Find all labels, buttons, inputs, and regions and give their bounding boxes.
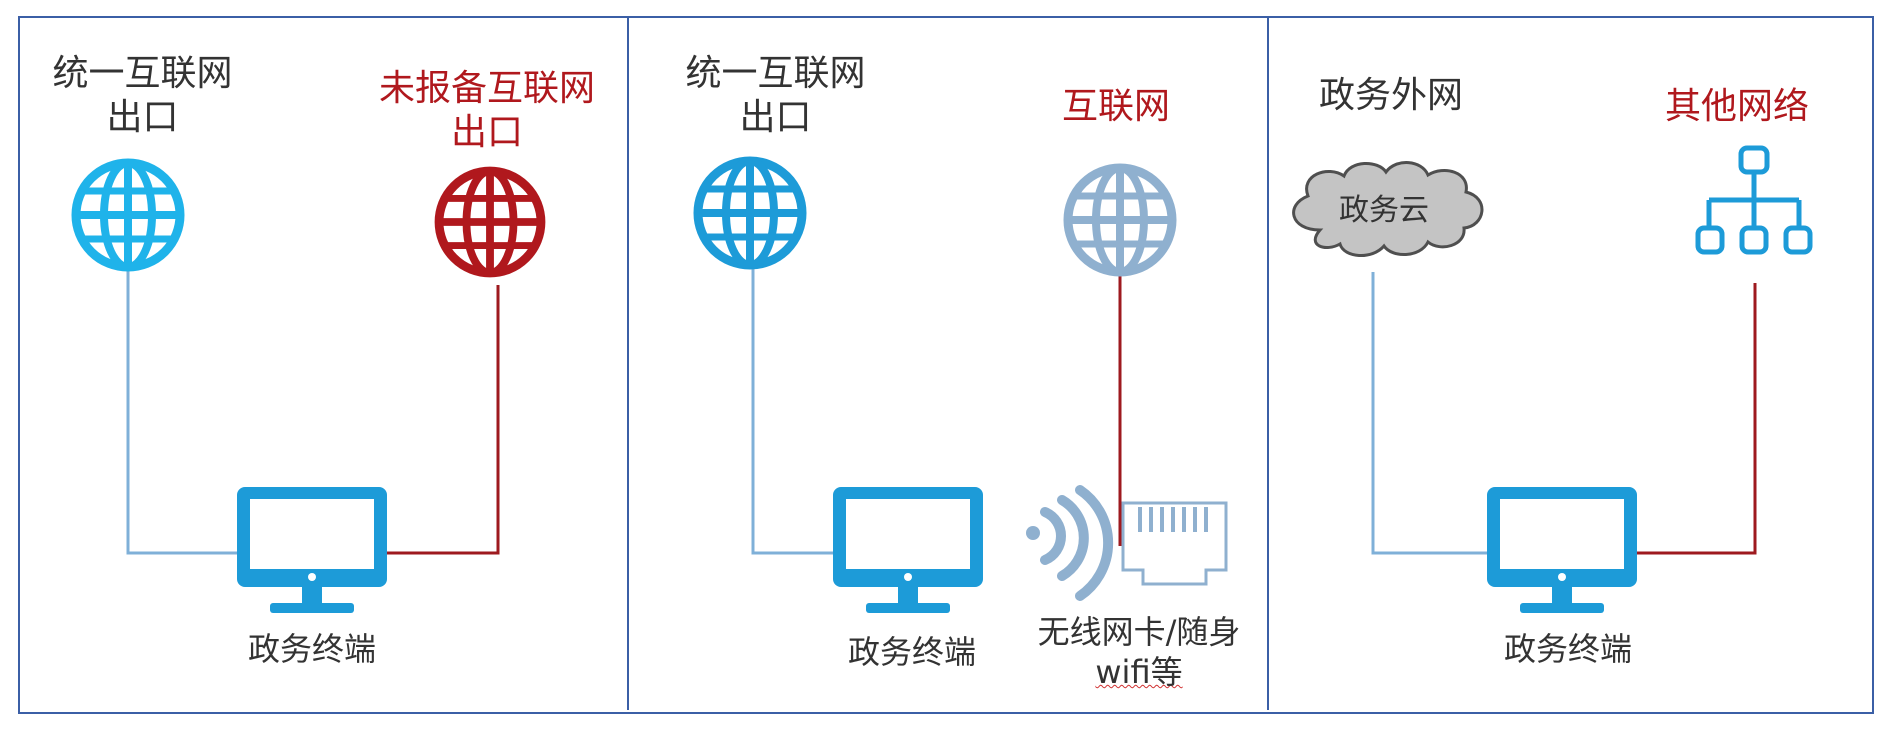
globe-icon xyxy=(1068,168,1172,272)
adapter-label-line: wifi等 xyxy=(1028,652,1250,692)
globe-icon xyxy=(76,163,180,267)
panel-2-lines xyxy=(751,268,1122,555)
title-line: 出口 xyxy=(106,97,179,138)
panel-2-terminal-label: 政务终端 xyxy=(847,633,976,671)
network-tree-icon xyxy=(1695,145,1813,255)
title-line: 统一互联网 xyxy=(685,53,866,94)
cloud-label: 政务云 xyxy=(1339,193,1429,228)
adapter-label-line: 无线网卡/随身 xyxy=(1037,613,1241,651)
adapter-label-wifi: wifi等 xyxy=(1095,653,1183,691)
panel-3-lines xyxy=(1371,272,1757,555)
panel-3-left-title: 政务外网 xyxy=(1319,75,1464,116)
monitor-icon xyxy=(833,487,983,613)
panel-divider-2 xyxy=(1267,16,1269,710)
adapter-label: 无线网卡/随身 wifi等 xyxy=(1028,612,1250,692)
monitor-icon xyxy=(1487,487,1637,613)
title-line: 未报备互联网 xyxy=(378,68,595,109)
panel-2-left-title: 统一互联网 出口 xyxy=(683,52,868,140)
panel-1-lines xyxy=(126,268,500,555)
title-line: 出口 xyxy=(739,97,812,138)
panel-3-right-title: 其他网络 xyxy=(1665,86,1810,127)
panel-1-left-title: 统一互联网 出口 xyxy=(50,52,235,140)
wifi-icon xyxy=(1026,485,1114,601)
title-line: 统一互联网 xyxy=(52,53,233,94)
ethernet-port-icon xyxy=(1121,501,1228,586)
cloud-icon xyxy=(1292,161,1484,257)
title-line: 出口 xyxy=(450,112,523,153)
panel-3-terminal-label: 政务终端 xyxy=(1503,630,1632,668)
panel-2-right-title: 互联网 xyxy=(1062,86,1171,127)
panel-divider-1 xyxy=(627,16,629,710)
globe-icon xyxy=(439,171,541,273)
panel-1-right-title: 未报备互联网 出口 xyxy=(372,67,602,155)
globe-icon xyxy=(698,161,802,265)
panel-1-terminal-label: 政务终端 xyxy=(247,630,376,668)
monitor-icon xyxy=(237,487,387,613)
diagram-frame xyxy=(18,16,1874,714)
